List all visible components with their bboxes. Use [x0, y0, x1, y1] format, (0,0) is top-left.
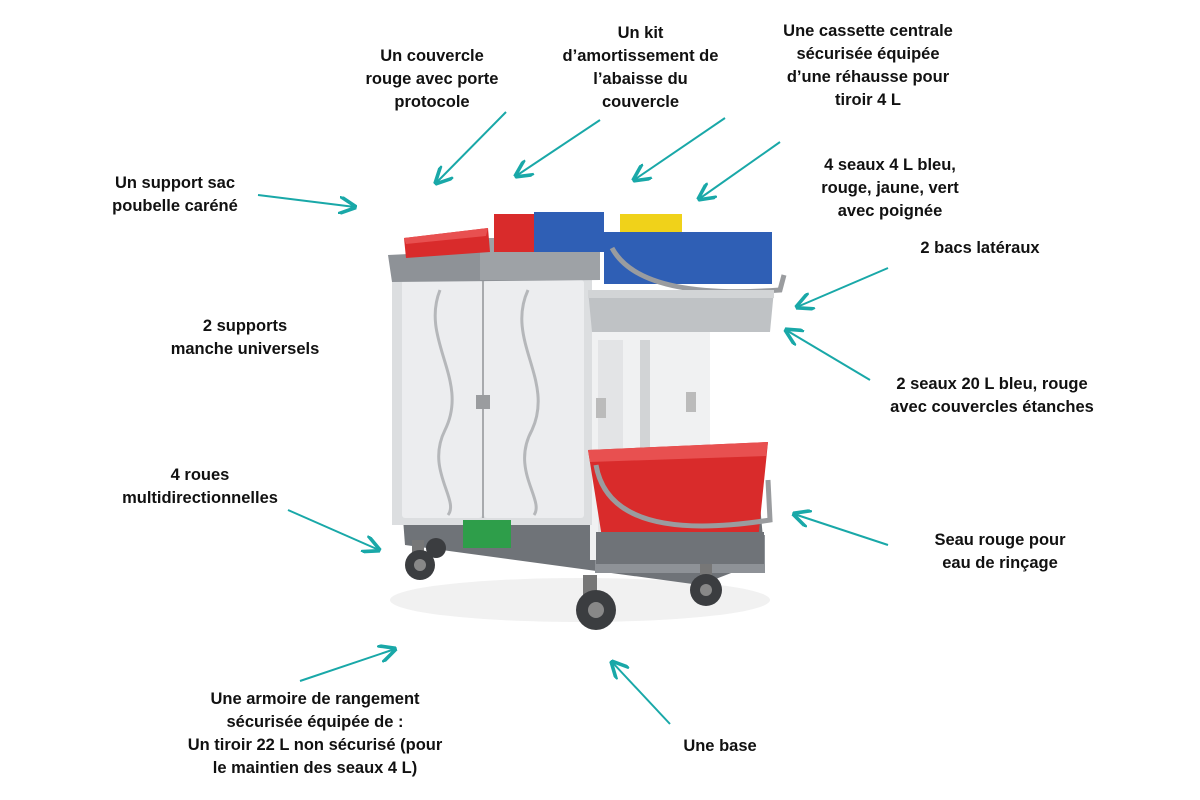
- wheel-back-left: [426, 538, 446, 558]
- arrow-seau-rouge: [794, 514, 889, 546]
- arrow-support-sac: [257, 194, 355, 207]
- callout-roues: 4 roues multidirectionnelles: [105, 464, 295, 510]
- lower-tray: [596, 532, 764, 564]
- rinse-bucket-handle: [593, 464, 773, 529]
- callout-line: Une armoire de rangement: [210, 690, 420, 708]
- arrow-bacs: [797, 267, 889, 307]
- callout-seau-rouge: Seau rouge pour eau de rinçage: [915, 529, 1085, 575]
- arrow-kit: [516, 119, 601, 176]
- callout-line: Un kit: [617, 24, 664, 42]
- callout-couvercle: Un couvercle rouge avec porte protocole: [352, 45, 512, 114]
- brand-logo-plate: [463, 520, 511, 548]
- callout-line: rouge avec porte: [365, 70, 499, 88]
- callout-line: Un support sac: [114, 174, 236, 192]
- callout-line: Un tiroir 22 L non sécurisé (pour: [187, 736, 443, 754]
- callout-seaux-4l: 4 seaux 4 L bleu, rouge, jaune, vert ave…: [805, 154, 975, 223]
- callout-line: avec poignée: [837, 202, 943, 220]
- callout-line: avec couvercles étanches: [890, 398, 1094, 416]
- red-lid: [404, 228, 490, 258]
- callout-armoire: Une armoire de rangement sécurisée équip…: [160, 688, 470, 780]
- arrow-seaux-4l: [699, 141, 781, 199]
- callout-support-sac: Un support sac poubelle caréné: [95, 172, 255, 218]
- wheels: [405, 538, 722, 630]
- callout-line: l’abaisse du: [593, 70, 688, 88]
- arrow-couvercle: [436, 111, 507, 183]
- handle-holder-2: [686, 392, 696, 412]
- cabinet-door-left: [402, 280, 482, 518]
- arrow-armoire: [299, 649, 395, 682]
- callout-bacs: 2 bacs latéraux: [900, 237, 1060, 260]
- callout-line: manche universels: [170, 340, 320, 358]
- callout-supports-manche: 2 supports manche universels: [150, 315, 340, 361]
- callout-line: 4 seaux 4 L bleu,: [824, 156, 956, 174]
- callout-line: 2 supports: [202, 317, 288, 335]
- small-buckets: [494, 212, 787, 295]
- callout-line: 2 seaux 20 L bleu, rouge: [896, 375, 1088, 393]
- callout-line: sécurisée équipée: [796, 45, 940, 63]
- callout-line: le maintien des seaux 4 L): [212, 759, 418, 777]
- storage-cabinet: [392, 255, 592, 548]
- wheel-back-right: [690, 562, 722, 606]
- callout-base: Une base: [660, 735, 780, 758]
- callout-line: multidirectionnelles: [122, 489, 278, 507]
- callout-line: Un couvercle: [380, 47, 484, 65]
- callout-line: Une cassette centrale: [783, 22, 953, 40]
- arrow-cassette: [634, 117, 726, 180]
- callout-cassette: Une cassette centrale sécurisée équipée …: [758, 20, 978, 112]
- arrow-base: [612, 662, 671, 725]
- callout-line: tiroir 4 L: [834, 91, 901, 109]
- bucket-4l-blue: [534, 212, 604, 252]
- callout-line: sécurisée équipée de :: [226, 713, 404, 731]
- bucket-4l-blue-front: [604, 232, 772, 284]
- callout-line: rouge, jaune, vert: [821, 179, 959, 197]
- callout-line: poubelle caréné: [112, 197, 238, 215]
- callout-line: protocole: [394, 93, 470, 111]
- callout-line: 2 bacs latéraux: [920, 239, 1040, 257]
- callout-line: eau de rinçage: [942, 554, 1058, 572]
- callout-line: Une base: [683, 737, 757, 755]
- wheel-front-left: [405, 540, 435, 580]
- arrow-seaux-20l: [786, 330, 871, 381]
- red-rinse-bucket: [588, 442, 773, 550]
- callout-line: d’amortissement de: [562, 47, 719, 65]
- callout-seaux-20l: 2 seaux 20 L bleu, rouge avec couvercles…: [868, 373, 1116, 419]
- callout-kit: Un kit d’amortissement de l’abaisse du c…: [548, 22, 733, 114]
- bucket-4l-yellow: [620, 214, 682, 234]
- callout-line: Seau rouge pour: [934, 531, 1066, 549]
- cabinet-lock: [476, 395, 490, 409]
- wheel-front-mid: [576, 575, 616, 630]
- bucket-4l-red: [494, 214, 538, 252]
- callout-line: 4 roues: [170, 466, 230, 484]
- callout-line: couvercle: [601, 93, 680, 111]
- arrow-roues: [287, 509, 379, 550]
- cabinet-door-right: [484, 280, 584, 518]
- handle-holder-1: [596, 398, 606, 418]
- side-tray: [588, 290, 774, 332]
- callout-line: d’une réhausse pour: [786, 68, 950, 86]
